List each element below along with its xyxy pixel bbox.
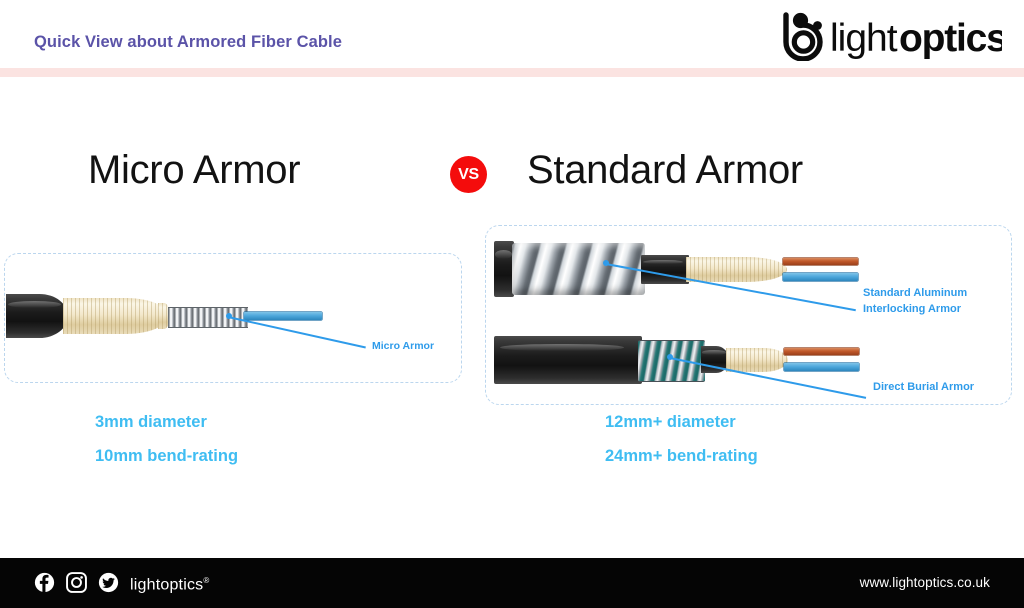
- heading-standard-armor: Standard Armor: [527, 148, 803, 192]
- aramid-yarn-bundle: [726, 348, 788, 372]
- right-spec-diameter: 12mm+ diameter: [605, 413, 736, 431]
- jacket-highlight: [642, 259, 684, 265]
- twitter-icon[interactable]: [98, 572, 119, 598]
- callout-leader-line: [227, 316, 366, 349]
- callout-standard-aluminum-line1: Standard Aluminum: [863, 287, 968, 299]
- footer-brand-text: lightoptics: [130, 576, 204, 594]
- aramid-yarn-tip: [158, 303, 170, 329]
- footer-bar: lightoptics® www.lightoptics.co.uk: [0, 558, 1024, 608]
- registered-mark: ®: [203, 575, 210, 585]
- callout-standard-aluminum-line2: Interlocking Armor: [863, 303, 961, 315]
- lightoptics-logo[interactable]: light optics: [770, 9, 1002, 63]
- aluminum-interlocking-armor: [512, 243, 645, 295]
- jacket-highlight: [8, 301, 61, 309]
- direct-burial-cable-illustration: Direct Burial Armor: [485, 330, 1010, 405]
- left-spec-bend-rating: 10mm bend-rating: [95, 447, 239, 465]
- callout-anchor-dot: [667, 354, 673, 360]
- blue-fiber-strand: [244, 312, 322, 320]
- standard-aluminum-cable-illustration: Standard Aluminum Interlocking Armor: [485, 236, 1010, 316]
- left-spec-diameter: 3mm diameter: [95, 413, 207, 431]
- facebook-icon[interactable]: [34, 572, 55, 598]
- blue-fiber-strand: [784, 363, 859, 371]
- right-spec-bend-rating: 24mm+ bend-rating: [605, 447, 758, 465]
- instagram-icon[interactable]: [66, 572, 87, 598]
- jacket-highlight: [499, 343, 625, 352]
- heading-micro-armor: Micro Armor: [88, 148, 301, 192]
- svg-text:optics: optics: [899, 17, 1002, 60]
- jacket-highlight: [494, 249, 512, 259]
- direct-burial-spiral-armor: [638, 340, 705, 382]
- blue-fiber-strand: [783, 273, 858, 281]
- inner-black-jacket: [641, 255, 689, 284]
- callout-direct-burial-armor: Direct Burial Armor: [873, 381, 975, 393]
- logo-artwork: light optics: [783, 12, 1002, 61]
- cable-end-cap: [494, 241, 514, 297]
- orange-fiber-strand: [784, 348, 859, 355]
- vs-badge: VS: [450, 156, 487, 193]
- footer-social-group: lightoptics®: [34, 572, 209, 598]
- jacket-highlight: [702, 350, 726, 355]
- svg-text:light: light: [830, 17, 898, 60]
- orange-fiber-strand: [783, 258, 858, 265]
- footer-website-url[interactable]: www.lightoptics.co.uk: [859, 575, 990, 590]
- aramid-yarn-bundle: [63, 298, 168, 334]
- cable-outer-jacket: [6, 294, 68, 338]
- header-divider-band: [0, 68, 1024, 77]
- callout-anchor-dot: [603, 260, 609, 266]
- cable-outer-jacket: [494, 336, 642, 384]
- vs-badge-label: VS: [458, 165, 479, 183]
- micro-armor-cable-illustration: Micro Armor: [0, 290, 470, 430]
- aramid-yarn-bundle: [686, 257, 787, 282]
- micro-corrugated-armor: [168, 307, 248, 328]
- page-title: Quick View about Armored Fiber Cable: [34, 33, 343, 51]
- callout-anchor-dot: [226, 313, 232, 319]
- callout-micro-armor: Micro Armor: [372, 340, 435, 352]
- footer-brand: lightoptics®: [130, 576, 209, 594]
- header-bar: Quick View about Armored Fiber Cable lig…: [0, 0, 1024, 68]
